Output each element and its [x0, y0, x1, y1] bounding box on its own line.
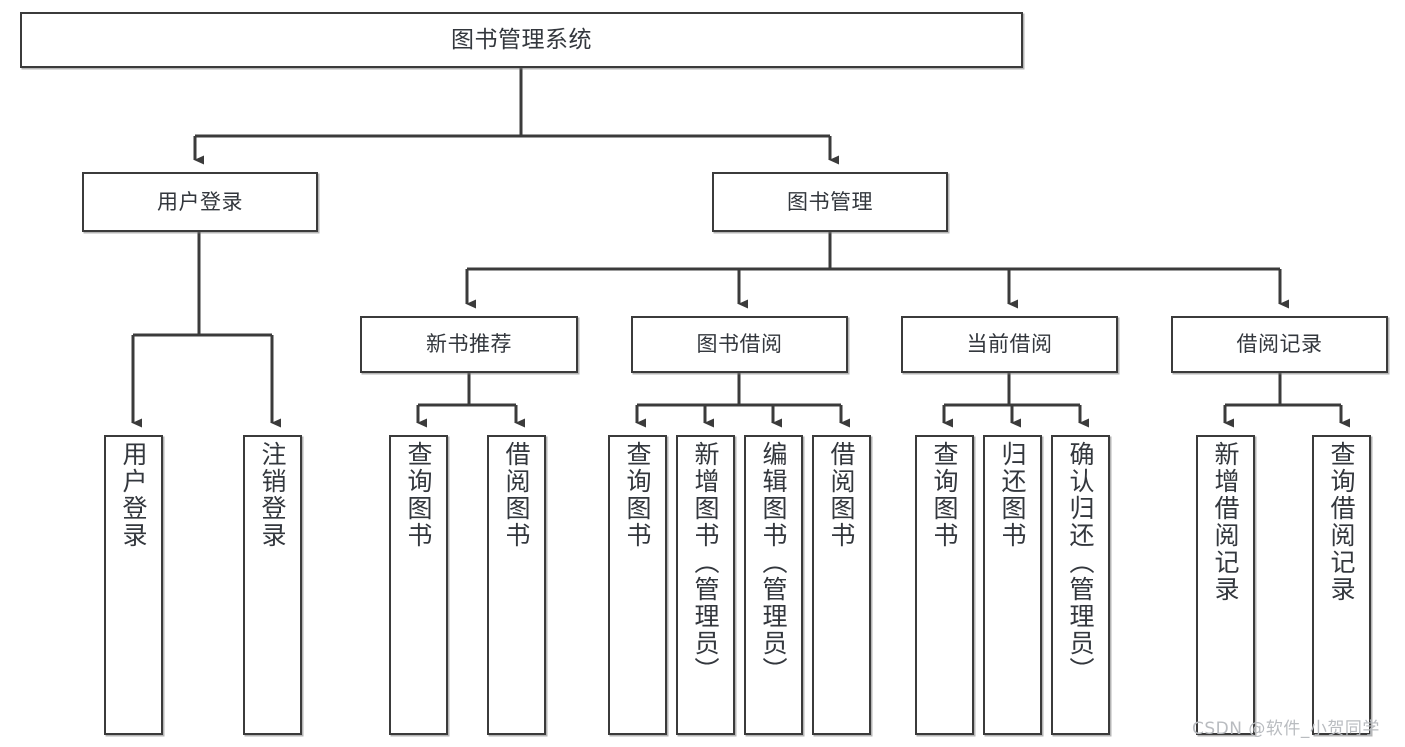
leaf-query-book-current[interactable]: 查询图书 — [915, 435, 974, 735]
leaf-user-login-label: 用户登录 — [119, 441, 148, 549]
leaf-edit-book-admin[interactable]: 编辑图书（管理员） — [744, 435, 803, 735]
node-book-borrow-label: 图书借阅 — [696, 332, 783, 357]
node-book-borrow[interactable]: 图书借阅 — [631, 316, 848, 373]
leaf-add-book-admin-label: 新增图书（管理员） — [691, 441, 720, 684]
node-borrow-record-label: 借阅记录 — [1236, 332, 1323, 357]
leaf-add-book-admin[interactable]: 新增图书（管理员） — [676, 435, 735, 735]
leaf-user-login[interactable]: 用户登录 — [104, 435, 163, 735]
leaf-add-borrow-record[interactable]: 新增借阅记录 — [1196, 435, 1255, 735]
leaf-query-book-borrow[interactable]: 查询图书 — [608, 435, 667, 735]
leaf-confirm-return-admin[interactable]: 确认归还（管理员） — [1051, 435, 1110, 735]
node-new-book-recommend-label: 新书推荐 — [426, 332, 512, 357]
leaf-return-book-label: 归还图书 — [998, 441, 1027, 549]
leaf-logout-login[interactable]: 注销登录 — [243, 435, 302, 735]
leaf-query-book-new-rec-label: 查询图书 — [404, 441, 433, 549]
node-user-login[interactable]: 用户登录 — [82, 172, 318, 232]
leaf-borrow-book-borrow-label: 借阅图书 — [827, 441, 856, 549]
leaf-query-book-current-label: 查询图书 — [930, 441, 959, 549]
leaf-return-book[interactable]: 归还图书 — [983, 435, 1042, 735]
leaf-query-borrow-record[interactable]: 查询借阅记录 — [1312, 435, 1371, 735]
leaf-query-book-borrow-label: 查询图书 — [623, 441, 652, 549]
leaf-confirm-return-admin-label: 确认归还（管理员） — [1066, 441, 1095, 684]
csdn-watermark: CSDN @软件_小贺同学 — [1192, 719, 1380, 739]
leaf-edit-book-admin-label: 编辑图书（管理员） — [759, 441, 788, 684]
node-book-management-label: 图书管理 — [787, 189, 873, 214]
node-current-borrow-label: 当前借阅 — [966, 332, 1053, 357]
node-root-label: 图书管理系统 — [451, 26, 592, 53]
leaf-query-borrow-record-label: 查询借阅记录 — [1327, 441, 1356, 603]
leaf-add-borrow-record-label: 新增借阅记录 — [1211, 441, 1240, 603]
node-user-login-label: 用户登录 — [157, 189, 243, 214]
node-root-book-management-system[interactable]: 图书管理系统 — [20, 12, 1023, 68]
leaf-logout-login-label: 注销登录 — [258, 441, 287, 549]
leaf-borrow-book-borrow[interactable]: 借阅图书 — [812, 435, 871, 735]
leaf-borrow-book-new-rec[interactable]: 借阅图书 — [487, 435, 546, 735]
node-new-book-recommend[interactable]: 新书推荐 — [360, 316, 578, 373]
node-borrow-record[interactable]: 借阅记录 — [1171, 316, 1388, 373]
leaf-borrow-book-new-rec-label: 借阅图书 — [502, 441, 531, 549]
leaf-query-book-new-rec[interactable]: 查询图书 — [389, 435, 448, 735]
node-book-management[interactable]: 图书管理 — [712, 172, 948, 232]
node-current-borrow[interactable]: 当前借阅 — [901, 316, 1118, 373]
